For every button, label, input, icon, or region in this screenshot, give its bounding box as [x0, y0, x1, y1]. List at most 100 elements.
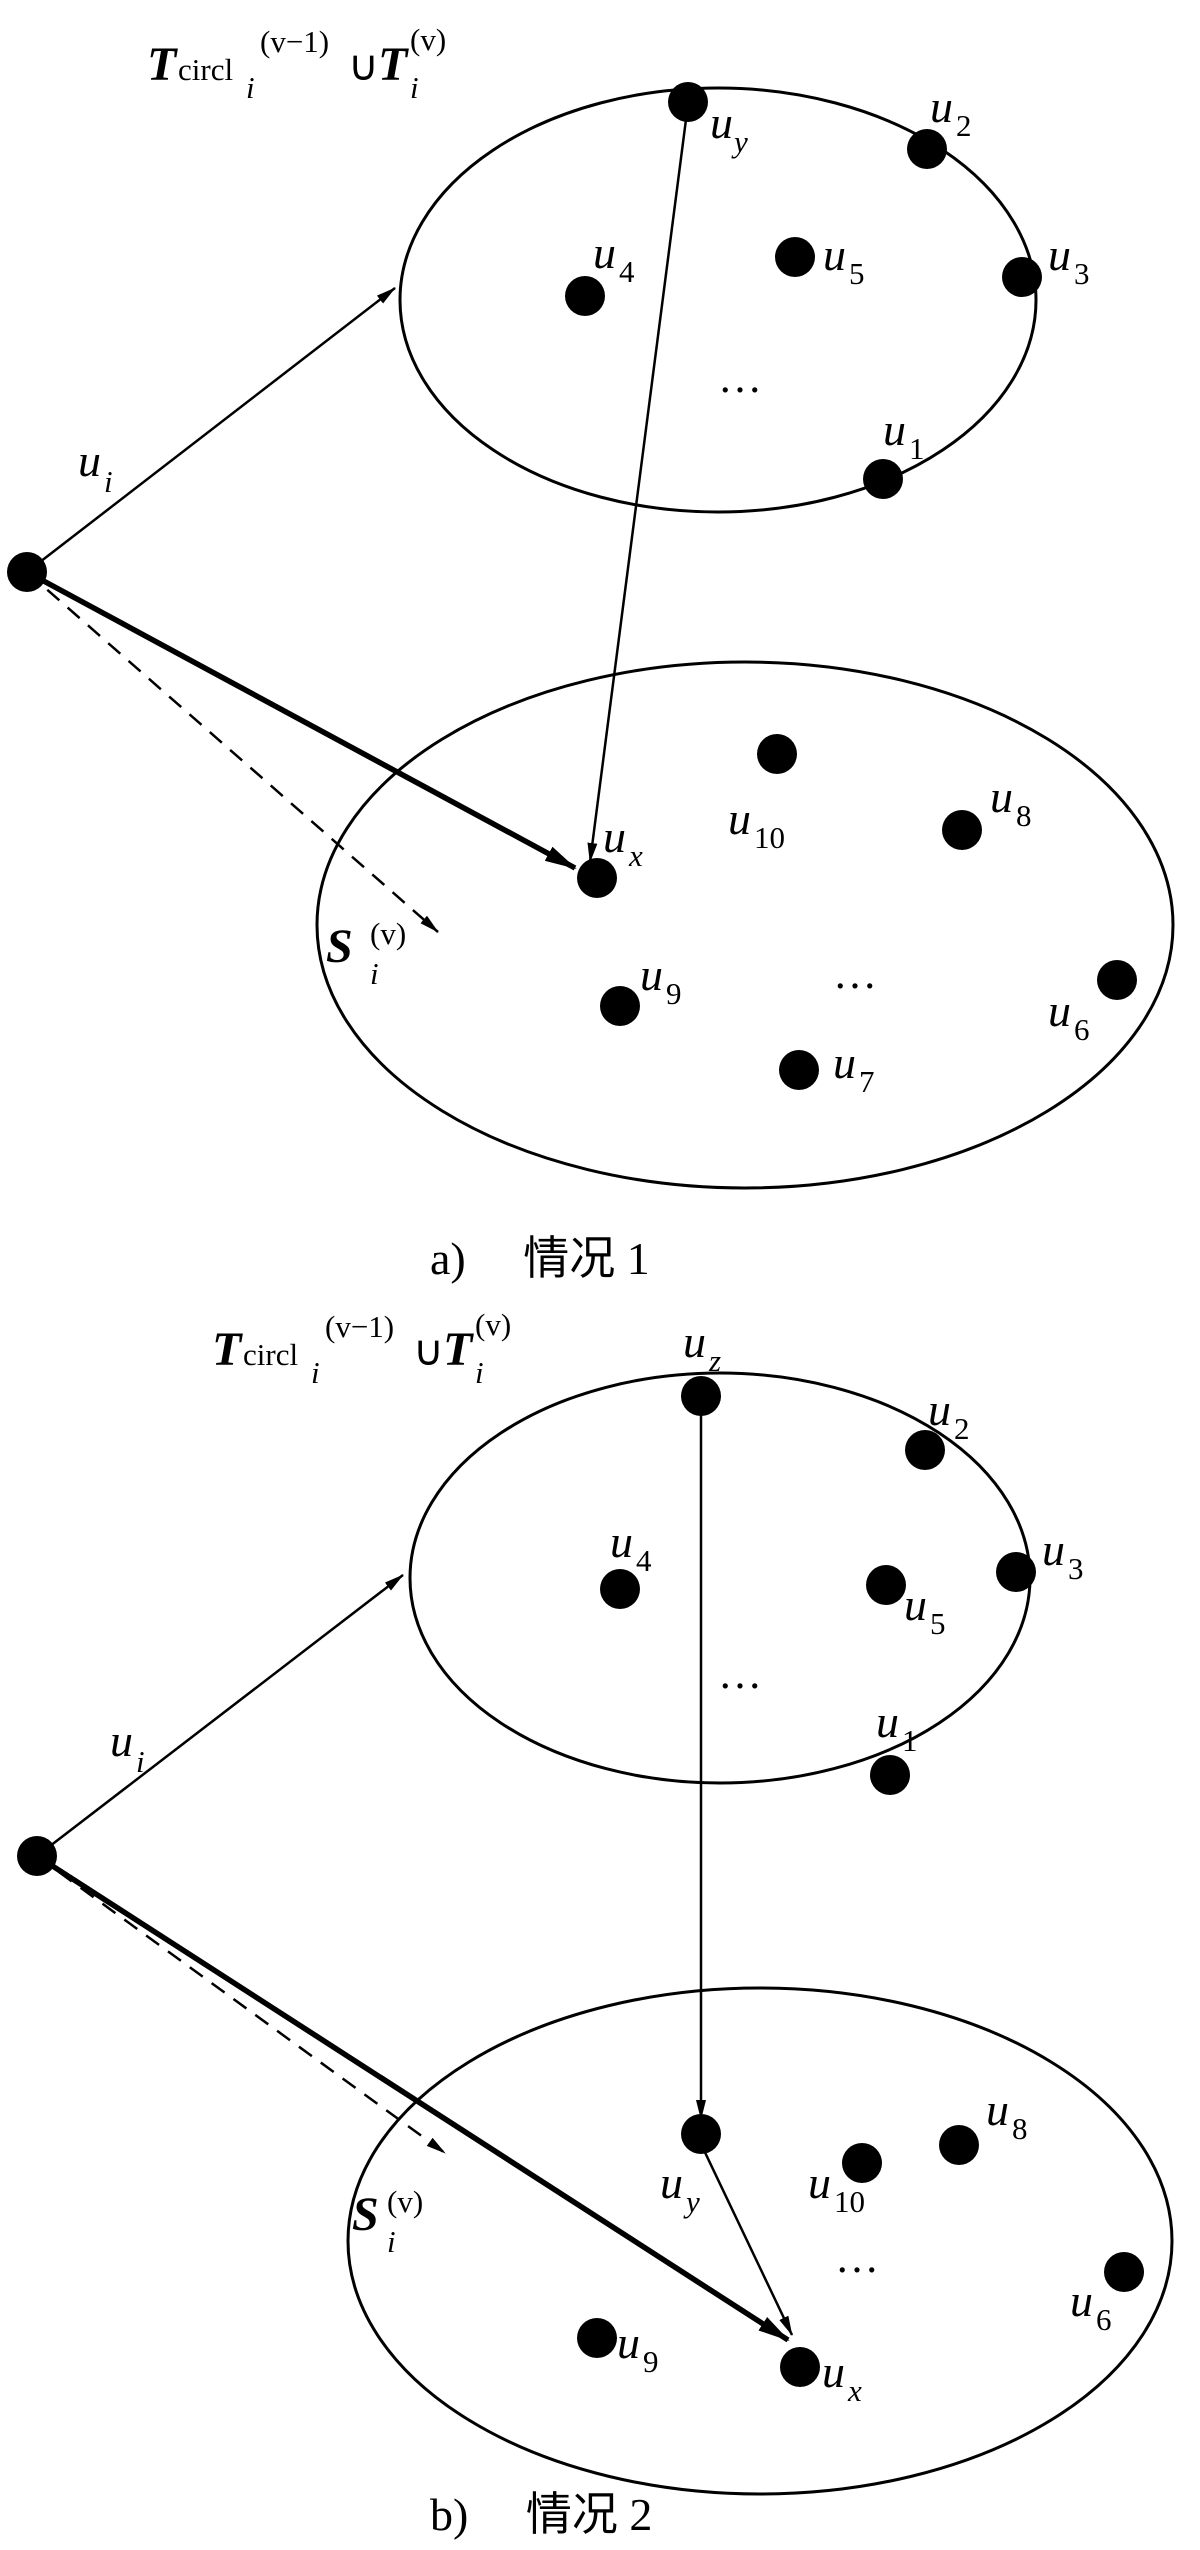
panel-b: T circl i (v−1) ∪ T i (v) u i u z u 2 u …	[17, 1307, 1174, 2540]
node-u1-b	[870, 1755, 910, 1795]
node-label: u	[593, 227, 616, 278]
node-label-sub: 10	[834, 2184, 865, 2219]
upper-set-ellipse-a	[398, 86, 1038, 514]
node-u5-b	[866, 1565, 906, 1605]
node-u6-a	[1097, 960, 1137, 1000]
source-label-sub-a: i	[104, 464, 113, 499]
node-label-sub: y	[683, 2184, 700, 2219]
source-label-sub-b: i	[136, 1744, 145, 1779]
edge-source-to-ux	[35, 1853, 790, 2343]
node-u2-a	[907, 129, 947, 169]
node-u10-b	[842, 2143, 882, 2183]
label-i-sub: i	[387, 2224, 396, 2259]
node-label-sub: z	[708, 1343, 721, 1378]
node-label-sub: 6	[1096, 2302, 1112, 2337]
node-label: u	[610, 1516, 633, 1567]
node-label-sub: 10	[754, 820, 785, 855]
node-u7-a	[779, 1050, 819, 1090]
label-v-sup: (v)	[387, 2184, 423, 2219]
caption-b: b) 情况 2	[430, 2489, 652, 2540]
node-label-sub: 8	[1012, 2111, 1028, 2146]
node-u10-a	[757, 734, 797, 774]
label-i-sub: i	[246, 70, 255, 105]
ellipsis-upper-b: …	[718, 1649, 762, 1698]
upper-set-label-a: T circl i (v−1) ∪ T i (v)	[147, 22, 446, 105]
lower-set-ellipse-b	[346, 1986, 1174, 2496]
label-v-sup: (v)	[475, 1307, 511, 1342]
node-label-sub: 4	[636, 1543, 652, 1578]
label-S-bold: S	[352, 2188, 379, 2241]
edge-uy-to-ux	[699, 2143, 794, 2336]
node-label: u	[1070, 2275, 1093, 2326]
node-label-sub: 7	[859, 1064, 875, 1099]
lower-set-label-a: S i (v)	[326, 916, 406, 991]
label-S-bold: S	[326, 920, 353, 973]
label-T-bold-2: T	[443, 1323, 474, 1376]
node-label: u	[1048, 985, 1071, 1036]
node-u5-a	[775, 237, 815, 277]
node-label: u	[883, 404, 906, 455]
node-label-sub: x	[847, 2373, 862, 2408]
node-label: u	[930, 81, 953, 132]
node-u1-a	[863, 459, 903, 499]
node-label-sub: 9	[643, 2344, 659, 2379]
label-circl-sub: circl	[178, 52, 233, 87]
node-label: u	[823, 229, 846, 280]
node-label-sub: 2	[956, 108, 972, 143]
node-label: u	[833, 1037, 856, 1088]
node-label-sub: 4	[619, 254, 635, 289]
ellipsis-upper-a: …	[718, 353, 762, 402]
node-uz-b	[681, 1376, 721, 1416]
node-label: u	[928, 1384, 951, 1435]
node-label-sub: 8	[1016, 798, 1032, 833]
node-label: u	[617, 2317, 640, 2368]
node-label-sub: x	[628, 838, 643, 873]
node-label: u	[1048, 229, 1071, 280]
node-u9-b	[577, 2318, 617, 2358]
union-symbol: ∪	[348, 41, 379, 90]
panel-a: T circl i (v−1) ∪ T i (v) u i u y u 2 u …	[7, 22, 1175, 1284]
node-u3-b	[996, 1552, 1036, 1592]
node-label: u	[904, 1579, 927, 1630]
caption-a: a) 情况 1	[430, 1233, 650, 1284]
node-label: u	[603, 811, 626, 862]
edge-source-to-lower-set-dashed	[36, 1854, 446, 2155]
node-u8-b	[939, 2125, 979, 2165]
label-circl-sub: circl	[243, 1337, 298, 1372]
edge-uy-to-ux	[587, 103, 690, 863]
node-label: u	[660, 2157, 683, 2208]
ellipsis-lower-b: …	[835, 2233, 879, 2282]
lower-set-ellipse-a	[315, 660, 1175, 1190]
node-label-sub: 2	[954, 1411, 970, 1446]
node-label-sub: 5	[930, 1606, 946, 1641]
node-label-sub: y	[731, 124, 748, 159]
ellipsis-lower-a: …	[833, 949, 877, 998]
node-label-sub: 5	[849, 256, 865, 291]
node-label-sub: 3	[1068, 1551, 1084, 1586]
node-u4-a	[565, 276, 605, 316]
node-label: u	[990, 771, 1013, 822]
label-T-bold: T	[212, 1323, 243, 1376]
source-node-a	[7, 552, 47, 592]
node-u3-a	[1002, 257, 1042, 297]
node-label-sub: 6	[1074, 1012, 1090, 1047]
node-u9-a	[600, 986, 640, 1026]
node-uy-a	[668, 82, 708, 122]
node-label-sub: 9	[666, 976, 682, 1011]
edge-source-to-lower-set-dashed	[26, 571, 439, 933]
node-label: u	[683, 1316, 706, 1367]
node-ux-a	[577, 858, 617, 898]
label-i-sub-2: i	[410, 70, 419, 105]
label-v-minus-1-sup: (v−1)	[260, 24, 329, 59]
node-ux-b	[780, 2347, 820, 2387]
lower-set-label-b: S i (v)	[352, 2184, 423, 2259]
node-label-sub: 1	[902, 1723, 918, 1758]
label-i-sub: i	[370, 956, 379, 991]
label-i-sub: i	[311, 1355, 320, 1390]
node-label: u	[728, 793, 751, 844]
union-symbol: ∪	[413, 1326, 444, 1375]
node-label: u	[876, 1696, 899, 1747]
source-node-b	[17, 1836, 57, 1876]
node-label: u	[808, 2157, 831, 2208]
